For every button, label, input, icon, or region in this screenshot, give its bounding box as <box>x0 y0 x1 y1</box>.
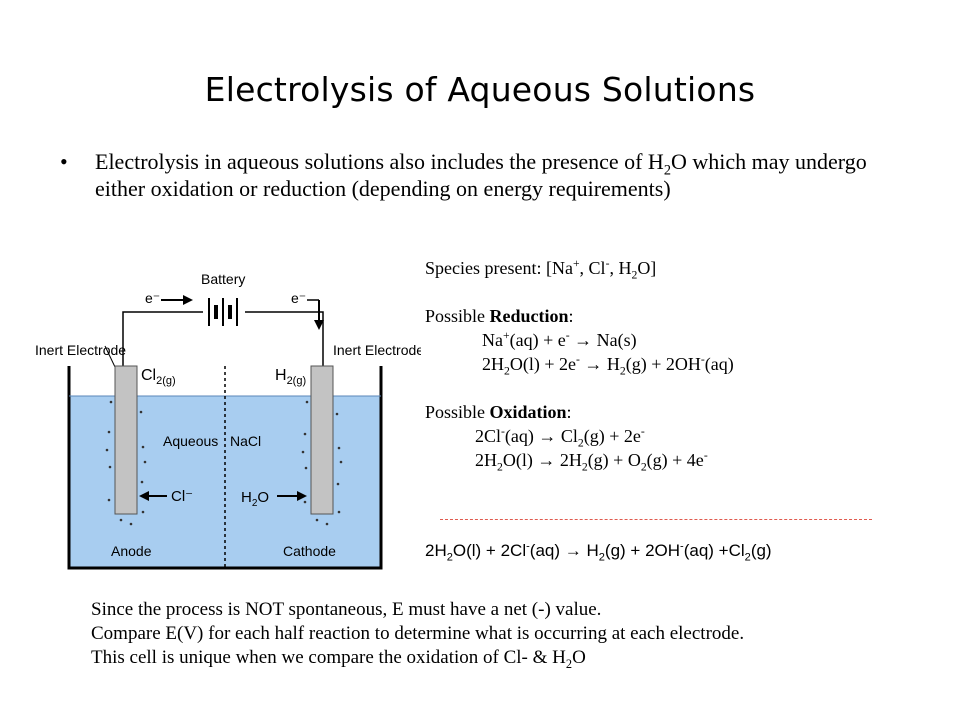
anode-label: Anode <box>111 543 152 559</box>
gas-bubbles <box>105 400 343 526</box>
aqueous-label: Aqueous <box>163 433 218 449</box>
slide-title: Electrolysis of Aqueous Solutions <box>204 70 756 109</box>
nacl-label: NaCl <box>230 433 261 449</box>
net-equation: 2H2O(l) + 2Cl-(aq) → H2(g) + 2OH-(aq) +C… <box>425 540 772 564</box>
beaker <box>67 366 383 570</box>
water-label: H2O <box>241 489 269 509</box>
battery-icon <box>208 298 238 326</box>
inert-electrode-right-label: Inert Electrode <box>333 342 421 358</box>
species-present: Species present: [Na+, Cl-, H2O] <box>425 257 657 282</box>
reduction-equation-1: Na+(aq) + e- → Na(s) <box>482 329 637 350</box>
reduction-equation-2: 2H2O(l) + 2e- → H2(g) + 2OH-(aq) <box>482 353 734 378</box>
electron-left-label: e⁻ <box>145 290 160 306</box>
electrolysis-cell-diagram: Battery e⁻ e⁻ Inert Electrode Inert Elec… <box>35 271 421 570</box>
note-line-3: This cell is unique when we compare the … <box>91 647 586 671</box>
hydrogen-gas-label: H2(g) <box>275 367 306 387</box>
oxidation-equation-2: 2H2O(l) → 2H2(g) + O2(g) + 4e- <box>475 449 708 474</box>
bullet-dot: • <box>60 149 68 174</box>
notes-block: Since the process is NOT spontaneous, E … <box>91 598 744 670</box>
oxidation-heading: Possible Oxidation: <box>425 402 572 422</box>
oxidation-equation-1: 2Cl-(aq) → Cl2(g) + 2e- <box>475 425 645 450</box>
reaction-panel: Species present: [Na+, Cl-, H2O] Possibl… <box>425 256 905 474</box>
anode-electrode <box>114 365 138 515</box>
reduction-heading: Possible Reduction: <box>425 306 574 326</box>
cathode-electrode <box>310 365 334 515</box>
note-line-2: Compare E(V) for each half reaction to d… <box>91 623 745 644</box>
chloride-ion-label: Cl⁻ <box>171 488 193 505</box>
cathode-label: Cathode <box>283 543 336 559</box>
divider-line <box>440 519 872 520</box>
bullet-text: Electrolysis in aqueous solutions also i… <box>95 149 867 201</box>
note-line-1: Since the process is NOT spontaneous, E … <box>91 599 602 620</box>
chlorine-gas-label: Cl2(g) <box>141 367 176 387</box>
battery-label: Battery <box>201 271 245 287</box>
inert-electrode-left-label: Inert Electrode <box>35 342 126 358</box>
electron-right-label: e⁻ <box>291 290 306 306</box>
